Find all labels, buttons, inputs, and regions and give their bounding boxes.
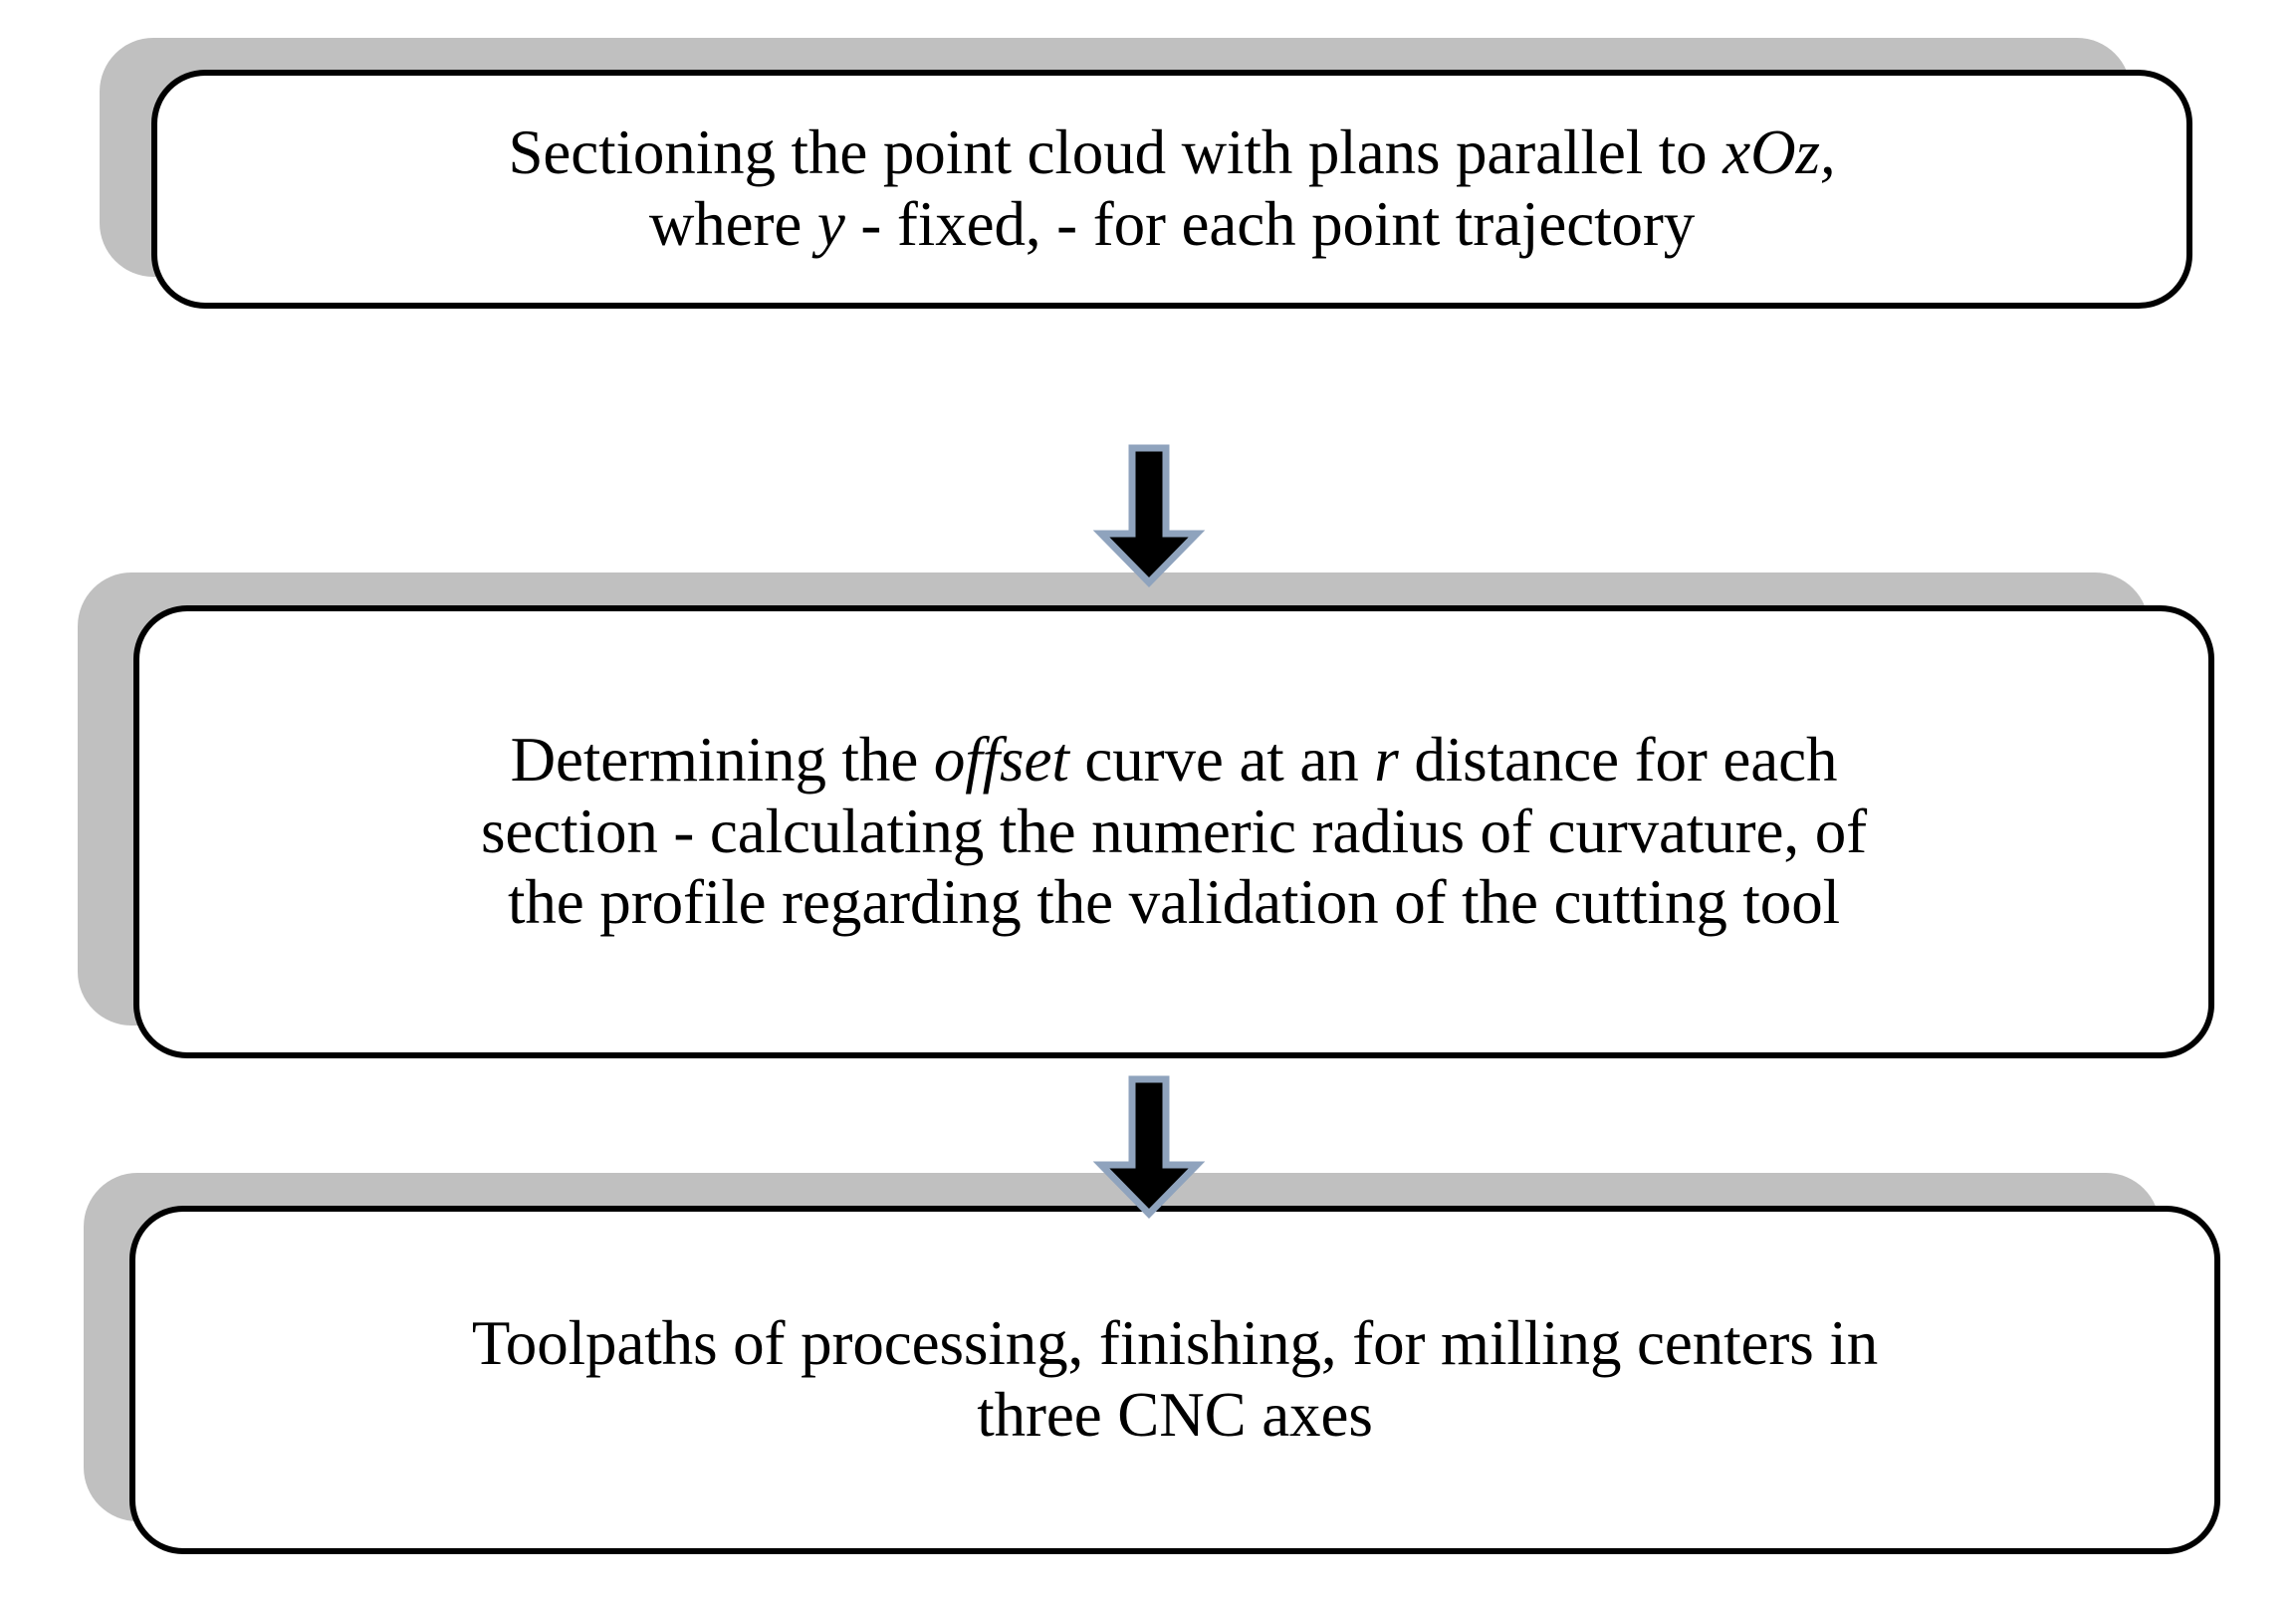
flowchart-connector-2 <box>1091 1075 1207 1220</box>
flowchart-connector-1 <box>1091 444 1207 588</box>
node-1-text: Sectioning the point cloud with plans pa… <box>508 117 1836 259</box>
node-2-box[interactable]: Determining the offset curve at an r dis… <box>133 605 2214 1058</box>
node-3-box[interactable]: Toolpaths of processing, finishing, for … <box>129 1206 2220 1554</box>
flowchart-node-3[interactable]: Toolpaths of processing, finishing, for … <box>84 1173 2234 1591</box>
flowchart-node-2[interactable]: Determining the offset curve at an r dis… <box>78 572 2218 1090</box>
down-block-arrow-icon <box>1092 1075 1206 1220</box>
node-3-text: Toolpaths of processing, finishing, for … <box>471 1308 1879 1450</box>
node-1-box[interactable]: Sectioning the point cloud with plans pa… <box>151 70 2192 309</box>
node-2-text: Determining the offset curve at an r dis… <box>481 724 1867 938</box>
down-block-arrow-icon <box>1092 444 1206 588</box>
flowchart-node-1[interactable]: Sectioning the point cloud with plans pa… <box>100 38 2200 309</box>
